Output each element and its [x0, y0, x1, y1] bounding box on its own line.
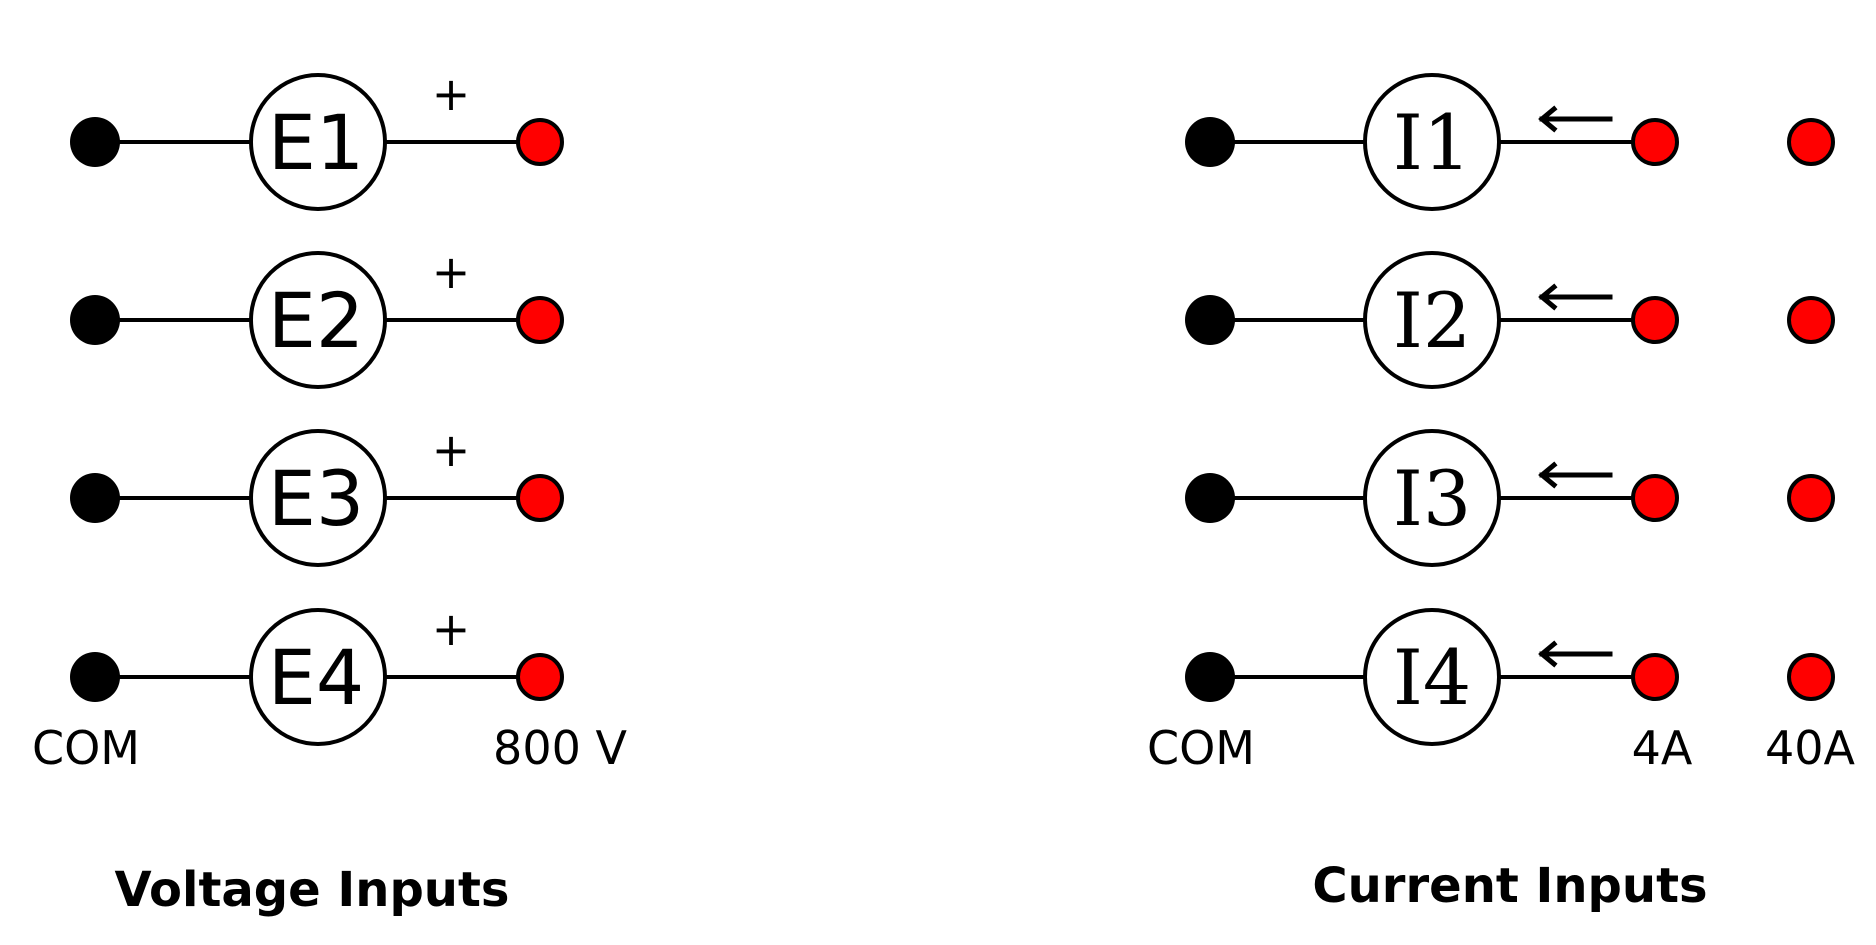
channel-label: I3: [1393, 454, 1471, 543]
channel-label: E3: [268, 454, 364, 543]
com-terminal[interactable]: [1185, 473, 1235, 523]
current-4a-terminal[interactable]: [1631, 118, 1679, 166]
com-terminal[interactable]: [70, 117, 120, 167]
channel-label: I1: [1393, 98, 1471, 187]
voltage-channel-row: E2 +: [70, 245, 564, 389]
voltage-com-label: COM: [32, 721, 140, 775]
left-arrow-icon: [1538, 283, 1613, 311]
current-com-label: COM: [1147, 721, 1255, 775]
current-section-title: Current Inputs: [1312, 858, 1707, 914]
polarity-plus: +: [432, 67, 471, 121]
current-40a-label: 40A: [1765, 721, 1856, 775]
left-arrow-icon: [1538, 461, 1613, 489]
channel-label: I2: [1393, 276, 1471, 365]
polarity-plus: +: [432, 423, 471, 477]
com-terminal[interactable]: [1185, 295, 1235, 345]
voltage-terminal[interactable]: [516, 653, 564, 701]
com-terminal[interactable]: [1185, 652, 1235, 702]
voltage-terminal[interactable]: [516, 474, 564, 522]
channel-ring: [249, 608, 387, 746]
channel-label: E1: [268, 98, 364, 187]
current-channel-row: I2: [1185, 251, 1835, 389]
channel-ring: [249, 73, 387, 211]
voltage-terminal[interactable]: [516, 118, 564, 166]
voltage-terminal[interactable]: [516, 296, 564, 344]
voltage-channel-row: E1 +: [70, 67, 564, 211]
com-terminal[interactable]: [70, 652, 120, 702]
current-inputs-group: I1 I2 I3: [1147, 73, 1856, 914]
polarity-plus: +: [432, 602, 471, 656]
current-40a-terminal[interactable]: [1787, 118, 1835, 166]
channel-ring: [1363, 73, 1501, 211]
com-terminal[interactable]: [1185, 117, 1235, 167]
current-4a-terminal[interactable]: [1631, 296, 1679, 344]
com-terminal[interactable]: [70, 473, 120, 523]
channel-ring: [1363, 608, 1501, 746]
channel-label: E2: [268, 276, 364, 365]
current-channel-row: I4: [1185, 608, 1835, 746]
current-40a-terminal[interactable]: [1787, 296, 1835, 344]
current-channel-row: I3: [1185, 429, 1835, 567]
voltage-section-title: Voltage Inputs: [115, 862, 510, 918]
voltage-channel-row: E3 +: [70, 423, 564, 567]
channel-label: E4: [268, 633, 364, 722]
left-arrow-icon: [1538, 105, 1613, 133]
current-40a-terminal[interactable]: [1787, 653, 1835, 701]
current-40a-terminal[interactable]: [1787, 474, 1835, 522]
channel-label: I4: [1393, 633, 1471, 722]
channel-ring: [1363, 251, 1501, 389]
current-4a-terminal[interactable]: [1631, 474, 1679, 522]
current-4a-label: 4A: [1632, 721, 1693, 775]
com-terminal[interactable]: [70, 295, 120, 345]
channel-ring: [249, 429, 387, 567]
channel-ring: [249, 251, 387, 389]
left-arrow-icon: [1538, 640, 1613, 668]
channel-ring: [1363, 429, 1501, 567]
current-4a-terminal[interactable]: [1631, 653, 1679, 701]
polarity-plus: +: [432, 245, 471, 299]
voltage-inputs-group: E1 + E2 + E3 +: [32, 67, 627, 918]
current-channel-row: I1: [1185, 73, 1835, 211]
voltage-channel-row: E4 +: [70, 602, 564, 746]
voltage-range-label: 800 V: [493, 721, 627, 775]
